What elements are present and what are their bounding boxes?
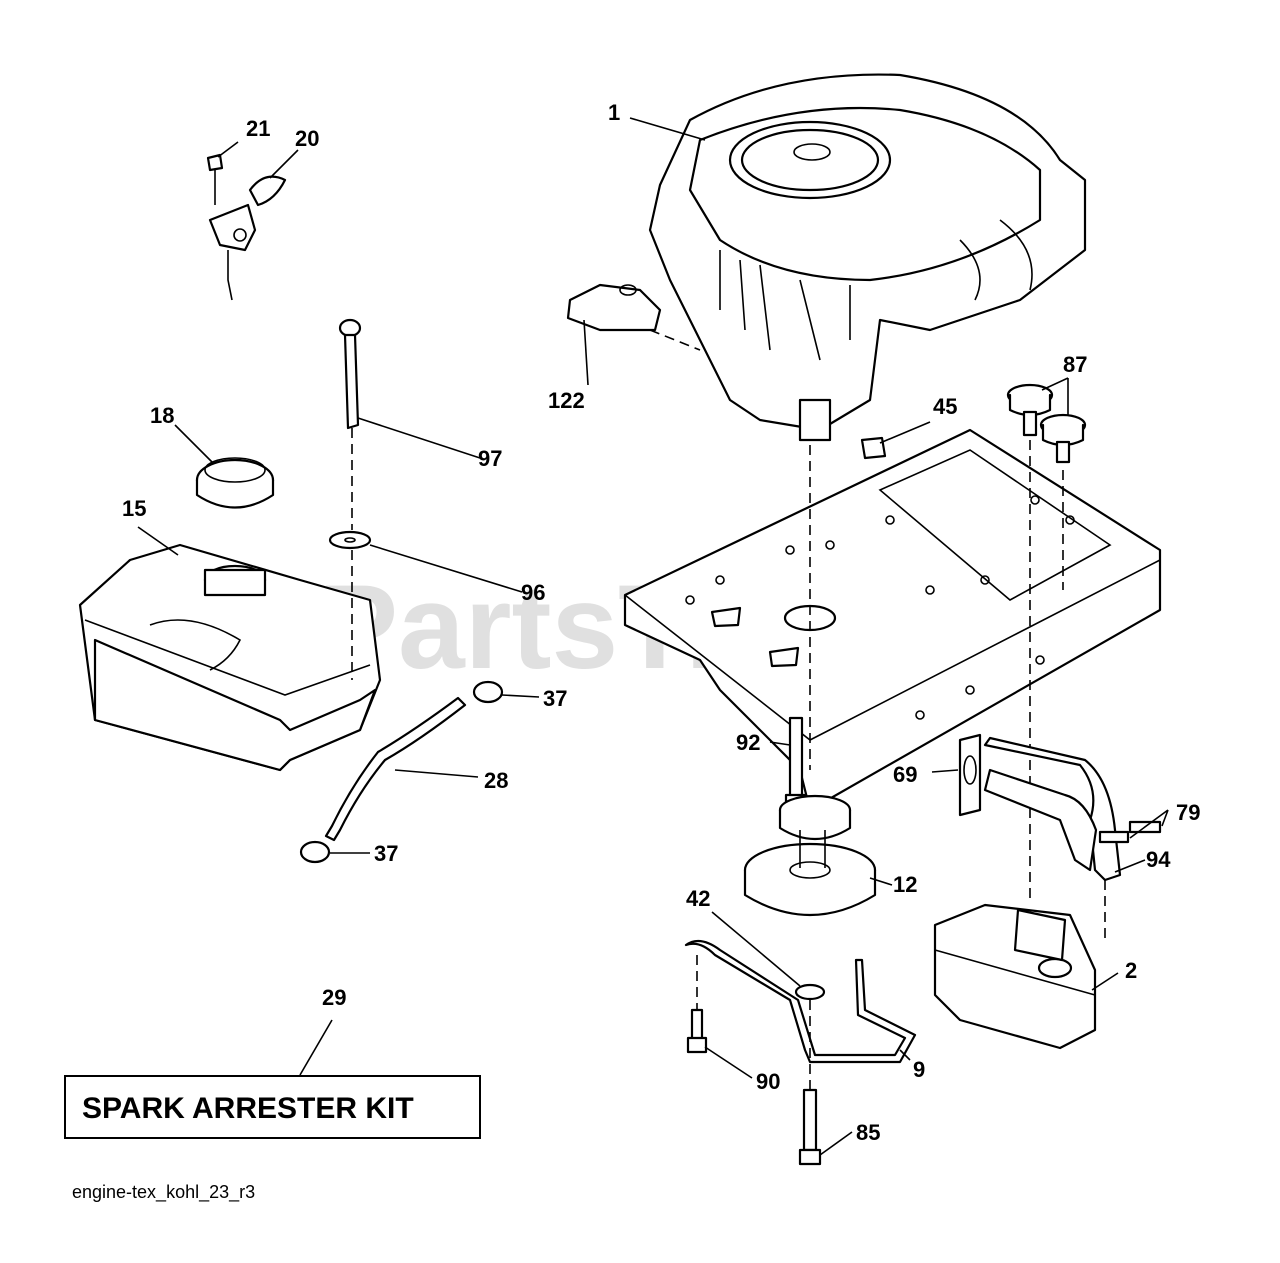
exhaust-pipe-part-94[interactable] xyxy=(983,736,1122,882)
fuel-line-part-28[interactable] xyxy=(324,696,467,842)
callout-2[interactable]: 2 xyxy=(1125,958,1137,983)
spark-arrester-kit-box[interactable]: SPARK ARRESTER KIT xyxy=(64,1075,481,1139)
bolt-part-90[interactable] xyxy=(686,1008,708,1054)
callout-79[interactable]: 79 xyxy=(1176,800,1200,825)
callout-21[interactable]: 21 xyxy=(246,116,270,141)
fuel-tank-part-15[interactable] xyxy=(78,543,382,772)
pulley-part-12[interactable] xyxy=(743,794,877,916)
washer-part-42[interactable] xyxy=(794,983,826,1001)
callout-122[interactable]: 122 xyxy=(548,388,585,413)
hose-clamp-part-37-lower[interactable] xyxy=(299,840,331,864)
callout-45[interactable]: 45 xyxy=(933,394,957,419)
exhaust-bracket-part-9[interactable] xyxy=(684,939,917,1064)
strap-part-122[interactable] xyxy=(566,283,662,332)
bolt-part-97[interactable] xyxy=(338,318,362,430)
engine-part-1[interactable] xyxy=(648,73,1087,442)
callout-69[interactable]: 69 xyxy=(893,762,917,787)
callout-85[interactable]: 85 xyxy=(856,1120,880,1145)
callout-42[interactable]: 42 xyxy=(686,886,710,911)
callout-87[interactable]: 87 xyxy=(1063,352,1087,377)
bolt-part-85[interactable] xyxy=(798,1088,822,1166)
callout-18[interactable]: 18 xyxy=(150,403,174,428)
callout-96[interactable]: 96 xyxy=(521,580,545,605)
knob-part-87-right[interactable] xyxy=(1039,413,1087,464)
callout-37-lower[interactable]: 37 xyxy=(374,841,398,866)
muffler-part-2[interactable] xyxy=(933,903,1097,1050)
knob-part-87-left[interactable] xyxy=(1006,383,1054,437)
screw-part-79[interactable] xyxy=(1098,820,1162,844)
callout-37-upper[interactable]: 37 xyxy=(543,686,567,711)
callout-92[interactable]: 92 xyxy=(736,730,760,755)
callout-29[interactable]: 29 xyxy=(322,985,346,1010)
mounting-plate[interactable] xyxy=(623,428,1162,812)
callout-labels: 1 2 9 12 15 18 20 21 28 29 37 37 42 45 6… xyxy=(122,100,1200,1145)
throttle-control-part-20[interactable] xyxy=(208,175,287,301)
gasket-part-69[interactable] xyxy=(958,733,982,817)
nut-part-45[interactable] xyxy=(860,436,887,460)
bolt-part-92[interactable] xyxy=(784,716,808,810)
callout-12[interactable]: 12 xyxy=(893,872,917,897)
callout-28[interactable]: 28 xyxy=(484,768,508,793)
callout-15[interactable]: 15 xyxy=(122,496,146,521)
callout-97[interactable]: 97 xyxy=(478,446,502,471)
hose-clamp-part-37-upper[interactable] xyxy=(472,680,504,704)
callout-1[interactable]: 1 xyxy=(608,100,620,125)
screw-part-21[interactable] xyxy=(206,153,224,205)
fuel-cap-part-18[interactable] xyxy=(195,457,275,509)
spark-arrester-kit-label: SPARK ARRESTER KIT xyxy=(82,1092,414,1125)
callout-94[interactable]: 94 xyxy=(1146,847,1171,872)
leader-lines xyxy=(137,117,1169,1156)
callout-20[interactable]: 20 xyxy=(295,126,319,151)
washer-part-96[interactable] xyxy=(328,530,372,550)
callout-90[interactable]: 90 xyxy=(756,1069,780,1094)
diagram-code: engine-tex_kohl_23_r3 xyxy=(72,1182,255,1203)
callout-9[interactable]: 9 xyxy=(913,1057,925,1082)
